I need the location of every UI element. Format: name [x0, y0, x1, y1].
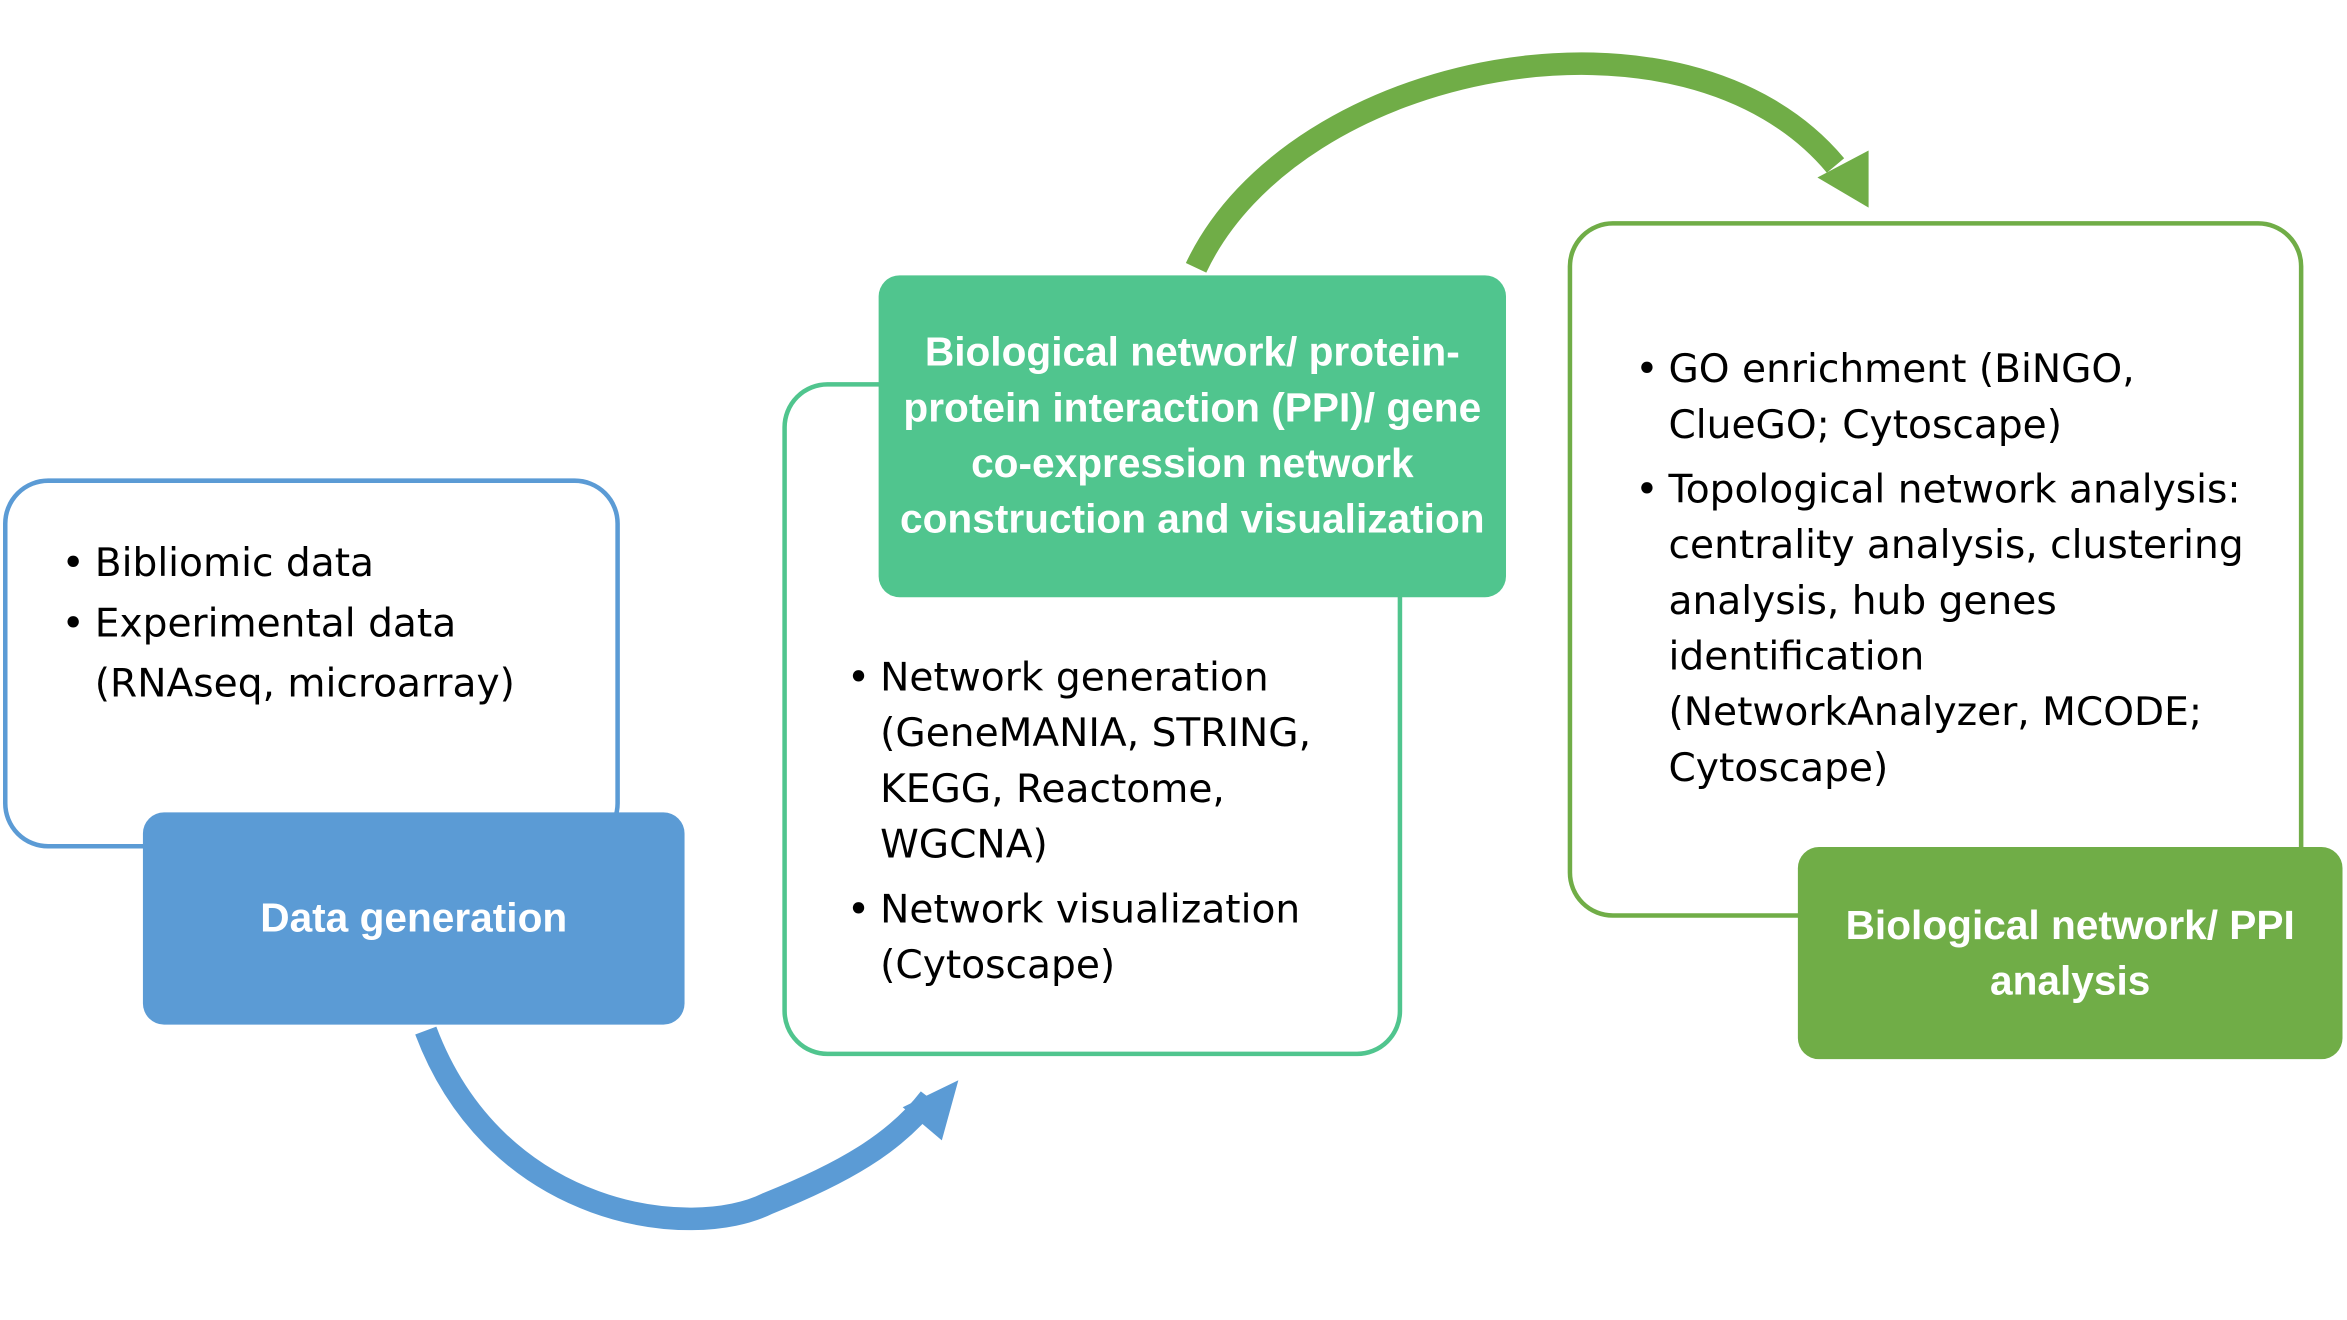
stage1-details-box: Bibliomic data Experimental data (RNAseq…: [3, 478, 620, 849]
stage1-item: Bibliomic data: [62, 534, 604, 594]
stage1-title: Data generation: [260, 895, 568, 941]
stage2-item: Network generation (GeneMANIA, STRING, K…: [847, 651, 1359, 874]
stage1-title-box: Data generation: [142, 812, 685, 1025]
arrow-head-blue: [902, 1080, 959, 1141]
stage2-item: Network visualization (Cytoscape): [847, 883, 1359, 994]
stage3-item: GO enrichment (BiNGO, ClueGO; Cytoscape): [1635, 343, 2267, 454]
stage3-title: Biological network/ PPI analysis: [1845, 901, 2295, 1003]
stage2-title-box: Biological network/ protein-protein inte…: [878, 275, 1507, 598]
stage3-title-box: Biological network/ PPI analysis: [1797, 847, 2343, 1060]
stage1-item: Experimental data (RNAseq, microarray): [62, 594, 604, 714]
arrow-stage1-to-stage2: [415, 1026, 939, 1231]
stage2-title: Biological network/ protein-protein inte…: [900, 329, 1485, 542]
stage3-item: Topological network analysis: centrality…: [1635, 463, 2267, 797]
stage3-details-box: GO enrichment (BiNGO, ClueGO; Cytoscape)…: [1567, 221, 2304, 918]
arrow-head-green: [1817, 150, 1869, 208]
arrow-stage2-to-stage3: [1185, 52, 1845, 273]
